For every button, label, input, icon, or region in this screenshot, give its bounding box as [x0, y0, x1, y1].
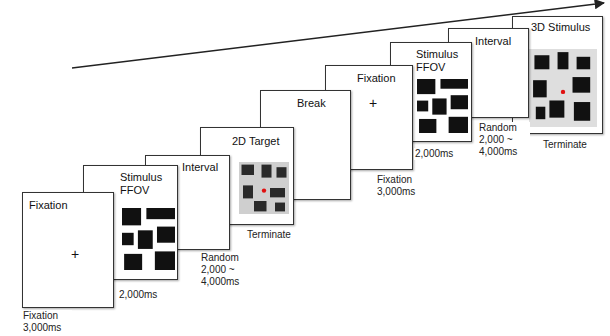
screen-label: Interval [475, 35, 525, 48]
building-block [275, 203, 285, 212]
image-ground [239, 162, 289, 214]
screen-slide: Fixation + [22, 192, 114, 308]
screen-label: Stimulus FFOV [120, 171, 172, 197]
building-block [417, 79, 435, 94]
building-block [573, 77, 591, 93]
timing-label: Fixation 3,000ms [22, 310, 72, 334]
timing-label: Terminate [246, 229, 300, 241]
building-block [577, 57, 591, 69]
image-ground [122, 208, 175, 270]
building-block [533, 80, 547, 97]
building-block [417, 101, 428, 112]
screen-label: Stimulus FFOV [416, 48, 468, 74]
timing-label: Random 2,000 ~ 4,000ms [200, 252, 252, 288]
building-block [146, 208, 175, 219]
timing-label: Fixation 3,000ms [376, 174, 426, 198]
image-ground [529, 49, 597, 127]
screen-label: 3D Stimulus [531, 21, 599, 34]
stimulus-image [239, 162, 289, 214]
building-block [549, 100, 564, 117]
building-block [122, 233, 134, 245]
fixation-cross: + [68, 247, 82, 261]
timing-label: 2,000ms [118, 289, 170, 301]
stimulus-image [122, 208, 175, 270]
image-ground [417, 79, 468, 133]
building-block [451, 95, 468, 109]
stimulus-image [417, 79, 468, 133]
screen-label: Fixation [357, 72, 409, 85]
target-dot [262, 188, 266, 192]
target-dot [561, 90, 565, 94]
screen-label: Break [297, 97, 347, 110]
timing-label: Terminate [542, 139, 596, 151]
timing-label: Random 2,000 ~ 4,000ms [478, 122, 530, 158]
fixation-cross: + [366, 96, 380, 110]
building-block [449, 117, 468, 133]
timing-label: 2,000ms [414, 148, 466, 160]
building-block [138, 230, 153, 249]
building-block [536, 107, 546, 119]
building-block [277, 167, 287, 177]
building-block [254, 201, 267, 211]
building-block [262, 165, 272, 178]
building-block [242, 165, 255, 175]
building-block [122, 208, 141, 225]
building-block [270, 188, 285, 197]
screen-label: Fixation [29, 199, 99, 212]
building-block [558, 52, 569, 69]
building-block [432, 98, 446, 114]
screen-label: 2D Target [232, 135, 290, 148]
stimulus-image [529, 49, 597, 127]
building-block [243, 185, 253, 198]
building-block [574, 102, 590, 121]
screen-label: Interval [182, 161, 226, 174]
building-block [440, 79, 468, 89]
building-block [155, 251, 175, 270]
building-block [419, 119, 436, 133]
building-block [124, 254, 142, 270]
building-block [157, 227, 175, 243]
building-block [534, 55, 549, 69]
